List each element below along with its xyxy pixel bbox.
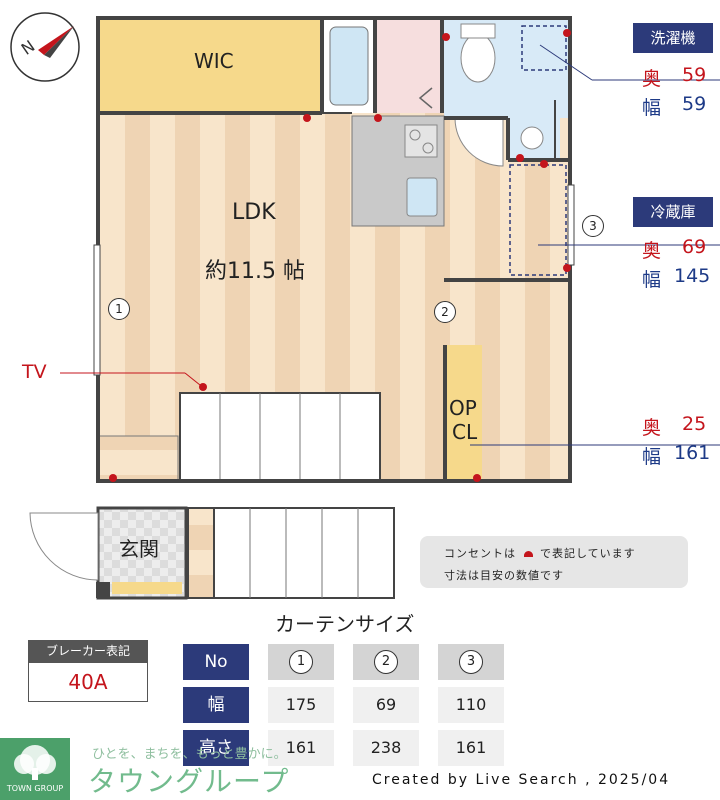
washer-width-label: 幅 <box>642 97 662 119</box>
opcl-area <box>445 345 482 480</box>
notes-box: コンセントは で表記しています 寸法は目安の数値です <box>420 536 688 588</box>
notes-line-2: 寸法は目安の数値です <box>444 569 564 582</box>
curtain-row-height-label: 高さ <box>183 730 249 766</box>
fridge-width-value: 145 <box>674 265 711 287</box>
toilet <box>460 33 496 83</box>
curtain-header-no: No <box>183 644 249 680</box>
breaker-label: ブレーカー表記 <box>28 640 148 662</box>
closet-width-label: 幅 <box>642 446 662 468</box>
wic-area <box>98 18 320 113</box>
washer-badge: 洗濯機 <box>633 23 713 53</box>
logo-company-name: TOWN GROUP <box>6 784 64 793</box>
tree-icon <box>14 745 56 780</box>
fridge-badge: 冷蔵庫 <box>633 197 713 227</box>
ldk-label: LDK <box>232 200 276 225</box>
entrance-label: 玄関 <box>119 537 159 561</box>
curtain-col-3: 3 <box>438 644 504 680</box>
washbasin <box>520 126 544 150</box>
washroom-floor <box>375 18 442 113</box>
washer-space <box>521 25 567 71</box>
footer-tagline: ひとを、まちを、もっと豊かに。 <box>92 747 287 762</box>
stairs-upper <box>179 392 381 482</box>
washer-depth: 奥 59 <box>642 64 706 91</box>
fridge-width: 幅 145 <box>642 265 710 292</box>
notes-line-1: コンセントは で表記しています <box>444 545 636 561</box>
ldk-size-label: 約11.5 帖 <box>205 259 305 284</box>
fridge-depth-label: 奥 <box>642 240 662 262</box>
opcl-label-bottom: CL <box>452 420 478 444</box>
closet-depth: 奥 25 <box>642 413 706 440</box>
closet-depth-value: 25 <box>682 413 707 435</box>
fridge-depth: 奥 69 <box>642 236 706 263</box>
curtain-height-2: 238 <box>353 730 419 766</box>
fridge-width-label: 幅 <box>642 269 662 291</box>
window-marker-3: 3 <box>582 215 604 237</box>
curtain-height-3: 161 <box>438 730 504 766</box>
bathtub <box>329 26 369 106</box>
curtain-width-2: 69 <box>353 687 419 723</box>
closet-width-value: 161 <box>674 442 711 464</box>
curtain-title: カーテンサイズ <box>275 612 415 636</box>
breaker-value: 40A <box>28 662 148 702</box>
washer-width: 幅 59 <box>642 93 706 120</box>
notes-line-1-suffix: で表記しています <box>540 547 636 560</box>
washer-depth-value: 59 <box>682 64 707 86</box>
closet-depth-label: 奥 <box>642 417 662 439</box>
washer-width-value: 59 <box>682 93 707 115</box>
curtain-col-3-number: 3 <box>459 650 483 674</box>
fridge-depth-value: 69 <box>682 236 707 258</box>
footer-credit: Created by Live Search , 2025/04 <box>372 772 671 788</box>
curtain-row-width-label: 幅 <box>183 687 249 723</box>
closet-width: 幅 161 <box>642 442 710 469</box>
curtain-height-1: 161 <box>268 730 334 766</box>
footer-company-kana: タウングループ <box>88 765 290 798</box>
curtain-col-1: 1 <box>268 644 334 680</box>
opcl-label-top: OP <box>449 396 477 420</box>
curtain-col-1-number: 1 <box>289 650 313 674</box>
notes-line-1-prefix: コンセントは <box>444 547 516 560</box>
town-group-logo: TOWN GROUP <box>0 738 70 800</box>
curtain-col-2-number: 2 <box>374 650 398 674</box>
fridge-space <box>509 164 567 276</box>
wic-label: WIC <box>194 49 234 73</box>
window-marker-1: 1 <box>108 298 130 320</box>
compass-icon <box>10 12 80 82</box>
stairs-lower <box>213 507 395 599</box>
washer-depth-label: 奥 <box>642 68 662 90</box>
curtain-width-3: 110 <box>438 687 504 723</box>
tv-label: TV <box>22 361 47 383</box>
curtain-width-1: 175 <box>268 687 334 723</box>
outlet-marker-icon <box>523 551 533 557</box>
window-marker-2: 2 <box>434 301 456 323</box>
curtain-col-2: 2 <box>353 644 419 680</box>
